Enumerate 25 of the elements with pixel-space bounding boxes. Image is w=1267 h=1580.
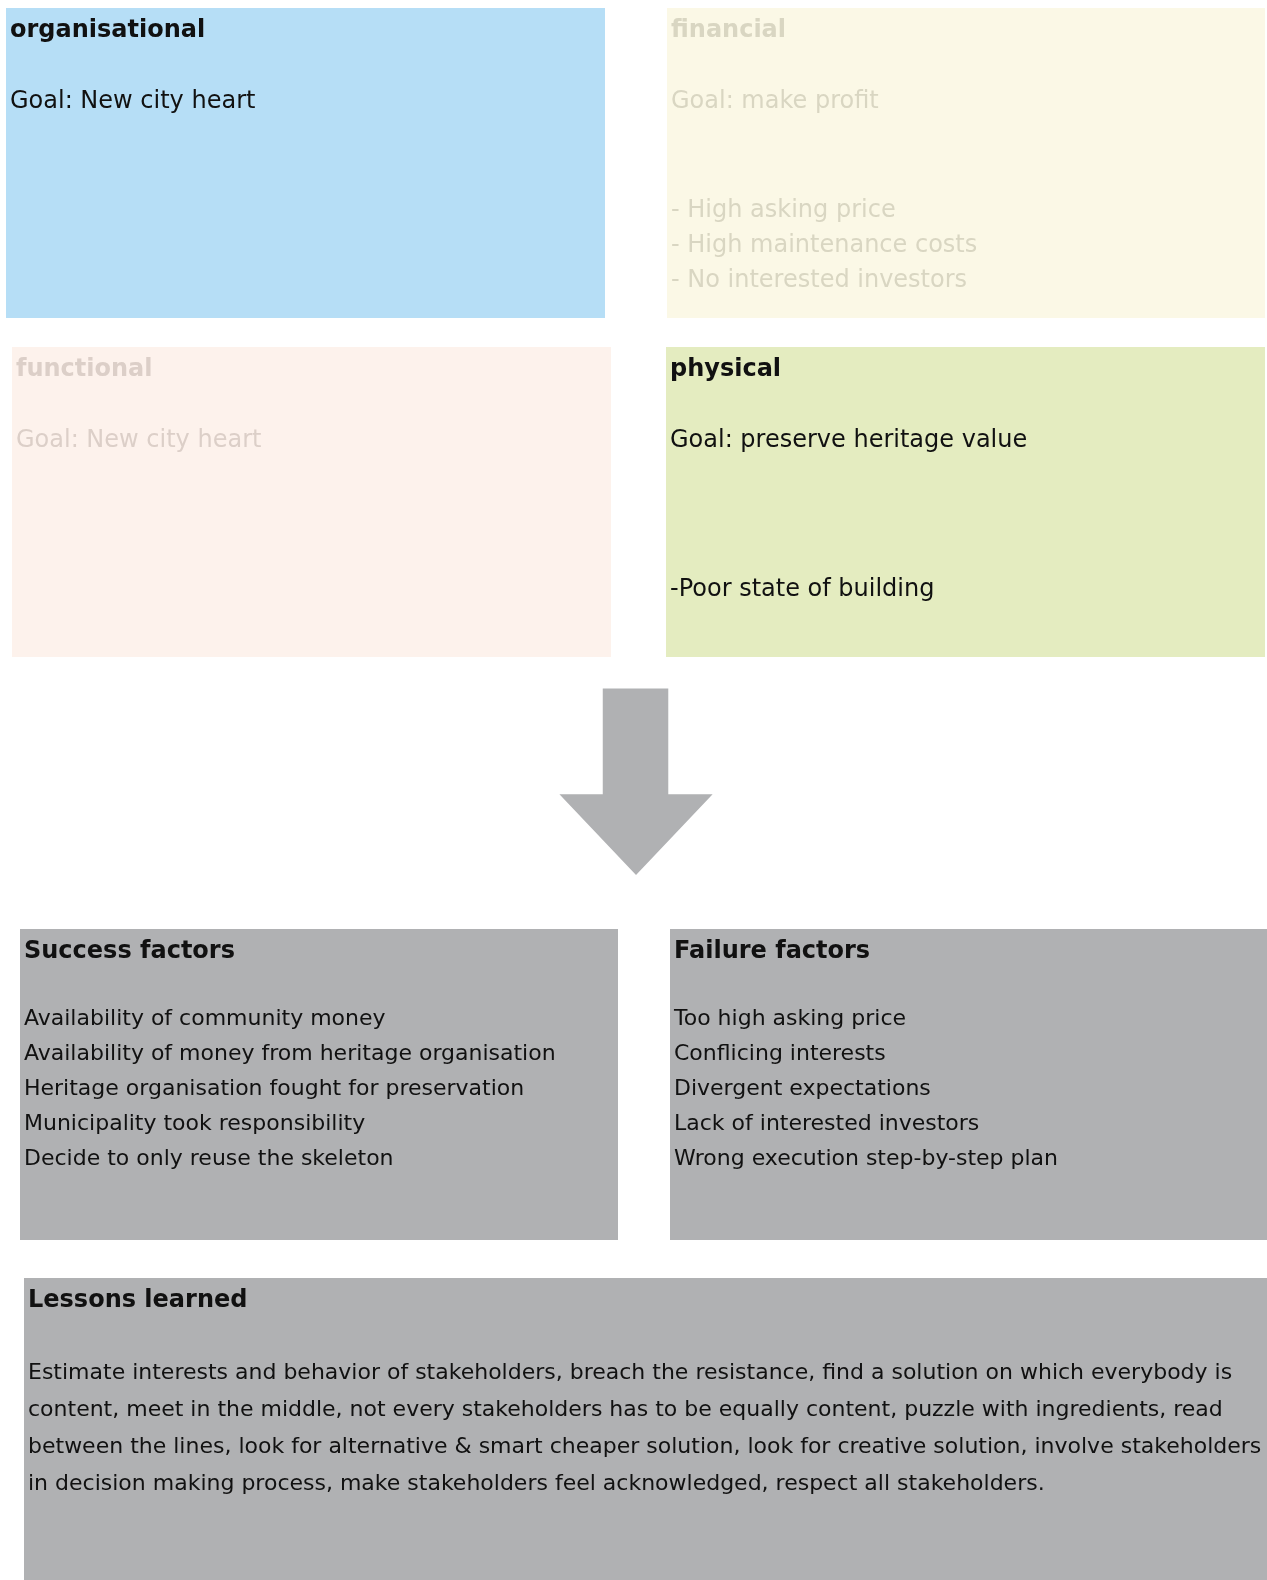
list-item: Heritage organisation fought for preservation	[24, 1074, 525, 1102]
list-item: Divergent expectations	[674, 1074, 931, 1102]
category-panel	[20, 929, 618, 1240]
category-panel	[667, 8, 1265, 318]
lessons-paragraph: Estimate interests and behavior of stakeholders, breach the resistance, find a solution on which everybody is content, meet in the middle, not every stakeholders has to be equally content, puzzle with ingredients, read between the lines, look for alternative & smart cheaper solution, look for creative solution, involve stakeholders in decision making process, make stakeholders feel acknowledged, respect all stakeholders.	[28, 1358, 1263, 1497]
list-item: Municipality took responsibility	[24, 1109, 366, 1137]
category-panel	[670, 929, 1267, 1240]
list-item: -Poor state of building	[670, 573, 935, 604]
category-panel	[666, 347, 1265, 657]
list-item: Conflicing interests	[674, 1039, 886, 1067]
category-panel	[6, 8, 605, 318]
category-panel	[24, 1278, 1267, 1580]
list-item: Availability of money from heritage organisation	[24, 1039, 556, 1067]
panel-heading: physical	[670, 353, 782, 384]
list-item: Wrong execution step-by-step plan	[674, 1144, 1059, 1172]
list-item: Decide to only reuse the skeleton	[24, 1144, 394, 1172]
list-item: Too high asking price	[674, 1004, 907, 1032]
panel-heading: organisational	[10, 14, 206, 45]
list-item: Goal: preserve heritage value	[670, 424, 1028, 455]
list-item: Goal: New city heart	[10, 85, 256, 116]
panel-heading: Lessons learned	[28, 1284, 248, 1315]
panel-heading: Success factors	[24, 935, 235, 966]
list-item: Lack of interested investors	[674, 1109, 980, 1137]
panel-heading: Failure factors	[674, 935, 871, 966]
list-item: Availability of community money	[24, 1004, 386, 1032]
